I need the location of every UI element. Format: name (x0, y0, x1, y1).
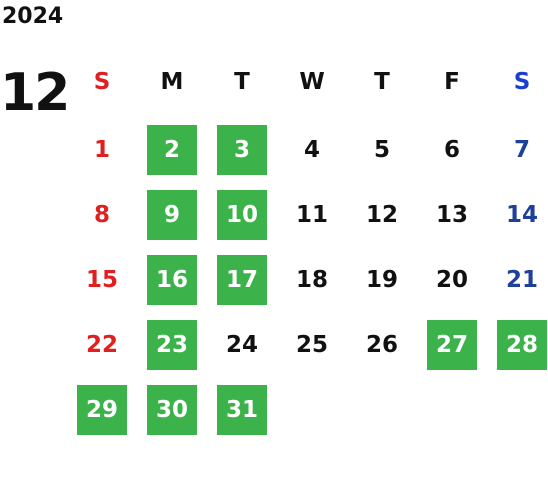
day-number: 6 (443, 137, 460, 163)
day-number: 15 (85, 267, 118, 293)
highlighted-day: 3 (217, 125, 267, 175)
day-number: 19 (365, 267, 398, 293)
day-number: 22 (85, 332, 118, 358)
year-label: 2024 (2, 4, 64, 29)
day-cell[interactable]: 10 (207, 190, 277, 240)
weekday-header: T (374, 69, 390, 95)
weekday-header: T (234, 69, 250, 95)
day-cell[interactable]: 7 (487, 125, 548, 175)
day-cell[interactable]: 18 (277, 255, 347, 305)
weekday-header: M (160, 69, 184, 95)
day-number: 13 (435, 202, 468, 228)
day-number: 12 (365, 202, 398, 228)
day-cell[interactable]: 22 (67, 320, 137, 370)
weekday-header: W (299, 69, 325, 95)
day-cell[interactable]: 11 (277, 190, 347, 240)
day-cell[interactable]: 5 (347, 125, 417, 175)
month-label: 12 (0, 63, 70, 123)
day-number: 11 (295, 202, 328, 228)
day-cell[interactable]: 28 (487, 320, 548, 370)
day-number: 18 (295, 267, 328, 293)
day-number: 8 (93, 202, 110, 228)
day-number: 26 (365, 332, 398, 358)
day-cell[interactable]: 15 (67, 255, 137, 305)
day-number: 20 (435, 267, 468, 293)
day-number: 4 (303, 137, 320, 163)
day-cell[interactable]: 16 (137, 255, 207, 305)
highlighted-day: 29 (77, 385, 127, 435)
day-cell[interactable]: 31 (207, 385, 277, 435)
day-cell[interactable]: 23 (137, 320, 207, 370)
day-cell[interactable]: 14 (487, 190, 548, 240)
day-cell[interactable]: 12 (347, 190, 417, 240)
highlighted-day: 31 (217, 385, 267, 435)
highlighted-day: 10 (217, 190, 267, 240)
day-cell[interactable]: 21 (487, 255, 548, 305)
day-number: 24 (225, 332, 258, 358)
day-number: 7 (513, 137, 530, 163)
day-cell[interactable]: 13 (417, 190, 487, 240)
day-number: 14 (505, 202, 538, 228)
highlighted-day: 27 (427, 320, 477, 370)
day-cell[interactable]: 6 (417, 125, 487, 175)
day-cell[interactable]: 26 (347, 320, 417, 370)
day-number: 21 (505, 267, 538, 293)
day-cell[interactable]: 9 (137, 190, 207, 240)
day-cell[interactable]: 20 (417, 255, 487, 305)
day-cell[interactable]: 27 (417, 320, 487, 370)
highlighted-day: 2 (147, 125, 197, 175)
day-number: 1 (93, 137, 110, 163)
day-cell[interactable]: 4 (277, 125, 347, 175)
highlighted-day: 9 (147, 190, 197, 240)
highlighted-day: 16 (147, 255, 197, 305)
weekday-header: F (444, 69, 460, 95)
highlighted-day: 28 (497, 320, 547, 370)
day-cell[interactable]: 1 (67, 125, 137, 175)
highlighted-day: 23 (147, 320, 197, 370)
weekday-header: S (93, 69, 111, 95)
day-cell[interactable]: 8 (67, 190, 137, 240)
day-number: 5 (373, 137, 390, 163)
highlighted-day: 30 (147, 385, 197, 435)
day-cell[interactable]: 25 (277, 320, 347, 370)
day-cell[interactable]: 30 (137, 385, 207, 435)
day-cell[interactable]: 2 (137, 125, 207, 175)
day-cell[interactable]: 29 (67, 385, 137, 435)
day-cell[interactable]: 24 (207, 320, 277, 370)
day-number: 25 (295, 332, 328, 358)
day-cell[interactable]: 17 (207, 255, 277, 305)
day-cell[interactable]: 3 (207, 125, 277, 175)
day-cell[interactable]: 19 (347, 255, 417, 305)
weekday-header: S (513, 69, 531, 95)
highlighted-day: 17 (217, 255, 267, 305)
